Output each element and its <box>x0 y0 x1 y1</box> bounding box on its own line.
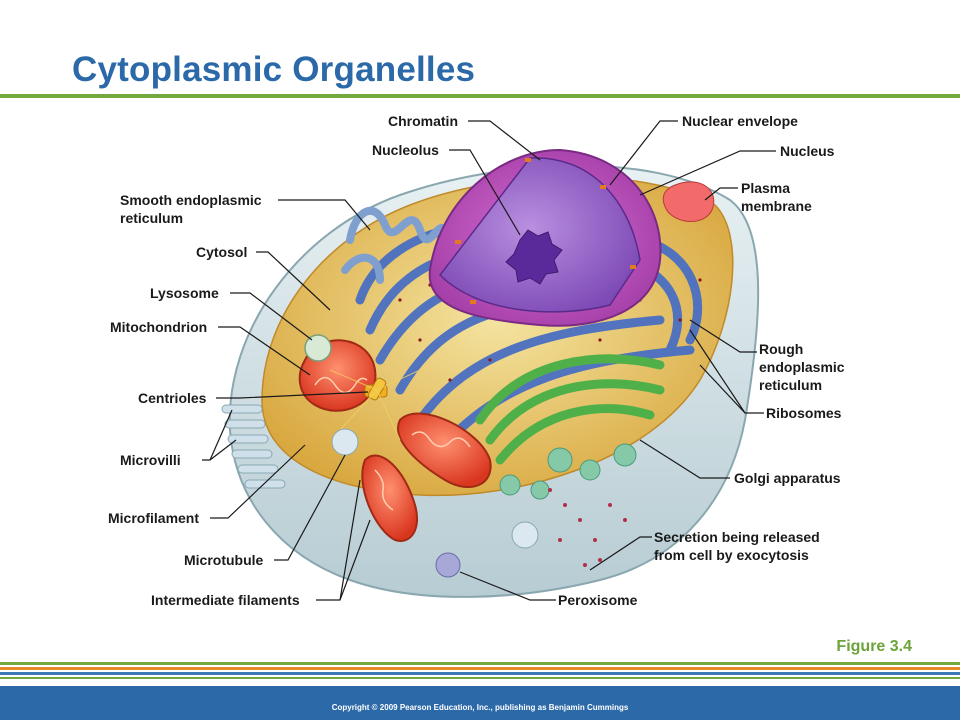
label-nuclear-envelope: Nuclear envelope <box>682 113 798 129</box>
label-microfilament: Microfilament <box>108 510 200 526</box>
smooth-er-shape <box>341 207 454 284</box>
footer-bar <box>0 686 960 720</box>
label-rough-er-line2: endoplasmic <box>759 359 845 375</box>
label-rough-er-line3: reticulum <box>759 377 823 393</box>
label-microvilli: Microvilli <box>120 452 181 468</box>
copyright-text: Copyright © 2009 Pearson Education, Inc.… <box>331 703 629 712</box>
label-plasma-membrane-line2: membrane <box>741 198 812 214</box>
label-plasma-membrane-line1: Plasma <box>741 180 791 196</box>
footer-stripe-blue <box>0 672 960 675</box>
centrosome-rays <box>329 369 421 441</box>
exocytosis-particles <box>548 488 627 567</box>
label-peroxisome: Peroxisome <box>558 592 638 608</box>
label-chromatin: Chromatin <box>388 113 458 129</box>
plasma-membrane-bulge <box>662 181 715 222</box>
label-nucleolus: Nucleolus <box>372 142 439 158</box>
footer-stripe-green <box>0 662 960 665</box>
leader-lines <box>202 120 776 601</box>
label-centrioles: Centrioles <box>138 390 207 406</box>
vesicle-shape <box>511 521 539 549</box>
vesicle-shape <box>331 428 359 456</box>
label-rough-er-line1: Rough <box>759 341 804 357</box>
label-microtubule: Microtubule <box>184 552 264 568</box>
golgi-vesicles <box>499 443 637 500</box>
label-lysosome: Lysosome <box>150 285 219 301</box>
peroxisome-shape <box>435 552 461 578</box>
label-nucleus: Nucleus <box>780 143 835 159</box>
label-cytosol: Cytosol <box>196 244 248 260</box>
footer-stripe-orange <box>0 667 960 670</box>
lysosome-shape <box>304 334 332 362</box>
figure-label: Figure 3.4 <box>836 638 912 655</box>
label-smooth-er-line1: Smooth endoplasmic <box>120 192 262 208</box>
label-ribosomes: Ribosomes <box>766 405 842 421</box>
microvilli-shapes <box>221 404 286 489</box>
label-secretion-line2: from cell by exocytosis <box>654 547 809 563</box>
label-intermediate-filaments: Intermediate filaments <box>151 592 300 608</box>
label-secretion-line1: Secretion being released <box>654 529 820 545</box>
label-mitochondrion: Mitochondrion <box>110 319 208 335</box>
golgi-shape <box>475 354 665 465</box>
label-smooth-er-line2: reticulum <box>120 210 184 226</box>
title-divider <box>0 94 960 98</box>
footer-stripe-green-thin <box>0 677 960 679</box>
label-golgi-apparatus: Golgi apparatus <box>734 470 841 486</box>
slide-title: Cytoplasmic Organelles <box>72 50 476 89</box>
nucleolus-shape <box>505 229 563 285</box>
nuclear-pores <box>455 158 636 304</box>
